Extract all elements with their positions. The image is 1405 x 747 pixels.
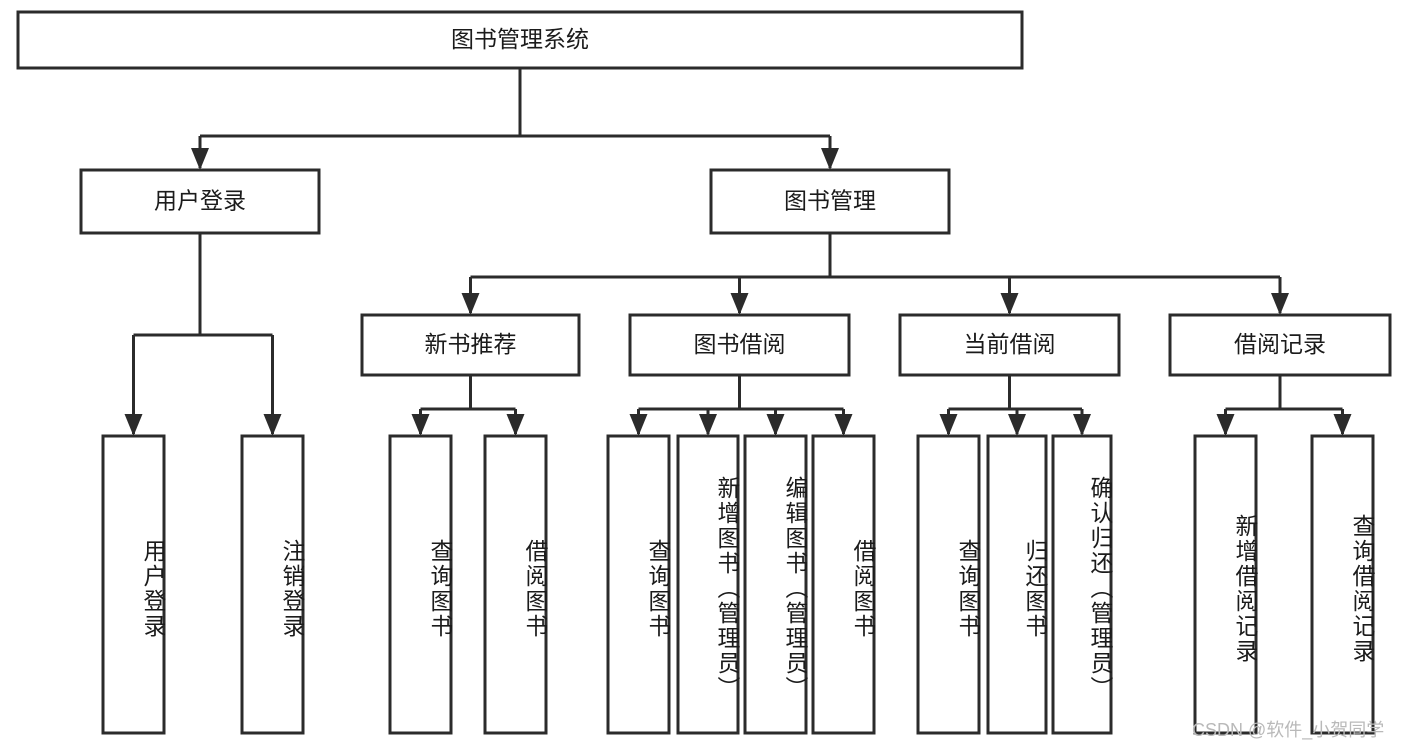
arrow-head-icon bbox=[1216, 414, 1235, 436]
arrow-head-icon bbox=[730, 293, 749, 315]
csdn-watermark: CSDN @软件_小贺同学 bbox=[1192, 720, 1385, 740]
node-leaf-归还图书[interactable] bbox=[986, 434, 1048, 735]
arrow-head-icon bbox=[834, 414, 853, 436]
arrow-head-icon bbox=[1008, 414, 1026, 436]
node-label-level3-0: 新书推荐 bbox=[425, 331, 517, 357]
node-level2-用户登录[interactable] bbox=[79, 168, 321, 235]
node-label-level3-3: 借阅记录 bbox=[1234, 331, 1326, 357]
node-level3-新书推荐[interactable] bbox=[360, 313, 581, 377]
node-leaf-新增图书（管理员）[interactable] bbox=[676, 434, 740, 735]
node-leaf-借阅图书[interactable] bbox=[483, 434, 548, 735]
connectors-layer bbox=[124, 68, 1352, 436]
node-level3-当前借阅[interactable] bbox=[898, 313, 1121, 377]
node-leaf-查询借阅记录[interactable] bbox=[1310, 434, 1375, 735]
node-label-level2-0: 用户登录 bbox=[154, 188, 246, 214]
arrow-head-icon bbox=[939, 414, 958, 436]
arrow-head-icon bbox=[124, 414, 143, 436]
node-leaf-借阅图书[interactable] bbox=[811, 434, 876, 735]
node-label-level2-1: 图书管理 bbox=[784, 188, 876, 214]
node-level3-借阅记录[interactable] bbox=[1168, 313, 1392, 377]
arrow-head-icon bbox=[263, 414, 282, 436]
arrow-head-icon bbox=[821, 148, 839, 170]
node-label-level3-2: 当前借阅 bbox=[964, 331, 1056, 357]
arrow-head-icon bbox=[506, 414, 525, 436]
node-leaf-编辑图书（管理员）[interactable] bbox=[743, 434, 808, 735]
node-leaf-查询图书[interactable] bbox=[606, 434, 671, 735]
node-leaf-查询图书[interactable] bbox=[916, 434, 981, 735]
node-leaf-注销登录[interactable] bbox=[240, 434, 305, 735]
node-leaf-新增借阅记录[interactable] bbox=[1193, 434, 1258, 735]
node-label-root: 图书管理系统 bbox=[451, 26, 589, 52]
arrow-head-icon bbox=[629, 414, 648, 436]
node-level2-图书管理[interactable] bbox=[709, 168, 951, 235]
arrow-head-icon bbox=[461, 293, 480, 315]
boxes-layer bbox=[16, 10, 1392, 735]
arrow-head-icon bbox=[1271, 293, 1289, 315]
node-leaf-用户登录[interactable] bbox=[101, 434, 166, 735]
arrow-head-icon bbox=[411, 414, 430, 436]
node-label-level3-1: 图书借阅 bbox=[694, 331, 786, 357]
arrow-head-icon bbox=[1073, 414, 1091, 436]
node-leaf-确认归还（管理员）[interactable] bbox=[1051, 434, 1113, 735]
node-root-图书管理系统[interactable] bbox=[16, 10, 1024, 70]
arrow-head-icon bbox=[766, 414, 785, 436]
arrow-head-icon bbox=[191, 148, 209, 170]
node-leaf-查询图书[interactable] bbox=[388, 434, 453, 735]
arrow-head-icon bbox=[699, 414, 717, 436]
arrow-head-icon bbox=[1000, 293, 1019, 315]
node-level3-图书借阅[interactable] bbox=[628, 313, 851, 377]
arrow-head-icon bbox=[1333, 414, 1352, 436]
